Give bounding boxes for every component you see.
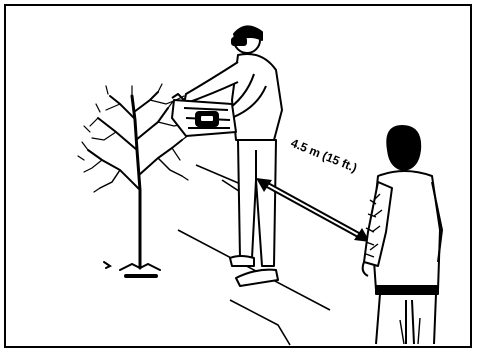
bystander	[363, 126, 442, 344]
operator-with-hedge-trimmer	[172, 26, 282, 286]
distance-label: 4.5 m (15 ft.)	[289, 136, 359, 175]
